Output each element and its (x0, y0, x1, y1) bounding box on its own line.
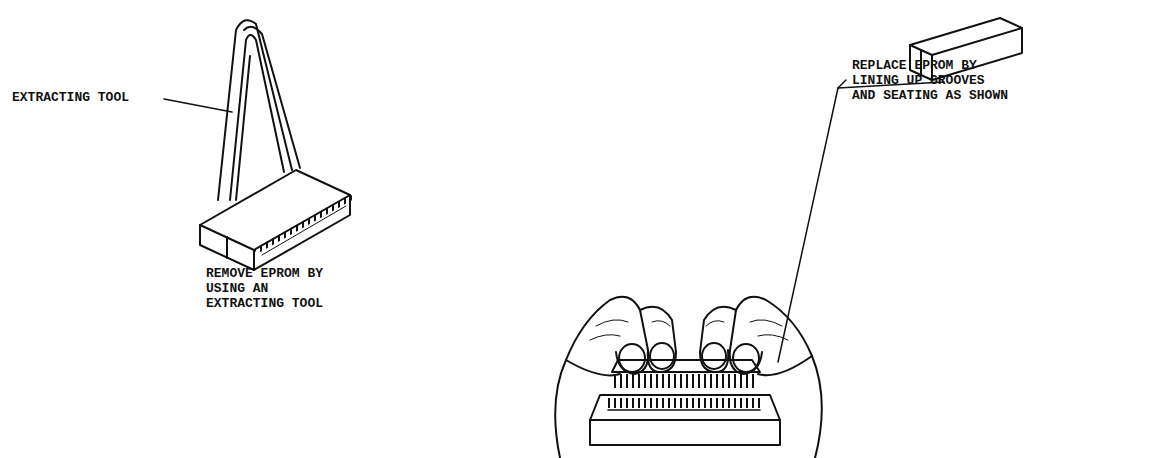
extracting-tool (218, 20, 300, 200)
leader-line (164, 99, 232, 112)
hand (555, 297, 676, 458)
hand (700, 297, 822, 458)
eprom-socket (590, 395, 780, 445)
eprom-chip (200, 170, 350, 270)
part-label: EXTRACTING TOOL (12, 90, 129, 105)
instruction-note: REMOVE EPROM BY USING AN EXTRACTING TOOL (206, 266, 327, 311)
leader-line (778, 80, 944, 362)
instruction-note: REPLACE EPROM BY LINING UP GROOVES AND S… (852, 58, 1012, 103)
